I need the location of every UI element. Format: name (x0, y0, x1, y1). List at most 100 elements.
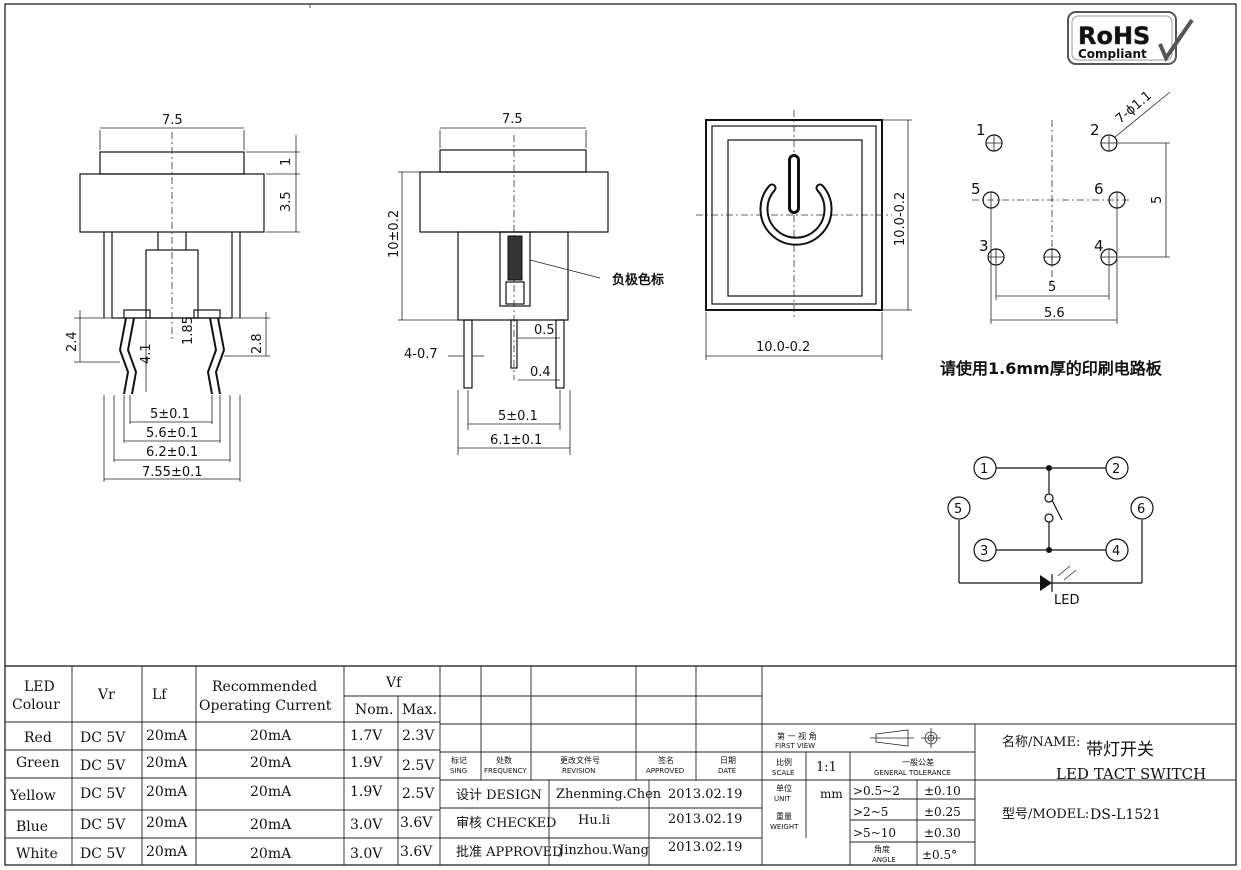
row-yellow-colour: Yellow (9, 788, 56, 804)
pcb-pin-3: 3 (979, 237, 989, 255)
pcb-note: 请使用1.6mm厚的印刷电路板 (940, 359, 1163, 378)
side-view-left: 7.5 1 3.5 2.4 4.1 1.85 2.8 5±0.1 (65, 113, 300, 482)
dim-height-10-0: 10.0-0.2 (893, 192, 908, 246)
dim-width-10-0: 10.0-0.2 (756, 340, 810, 355)
tol-value-3: ±0.30 (924, 826, 961, 840)
angle-cn: 角度 (874, 844, 890, 854)
approved-date: 2013.02.19 (668, 840, 742, 855)
th-max: Max. (402, 702, 437, 718)
row-green-colour: Green (16, 755, 59, 771)
unit-value: mm (820, 787, 843, 801)
row-yellow-vr: DC 5V (80, 786, 126, 802)
row-yellow-nom: 1.9V (350, 784, 383, 800)
row-blue-max: 3.6V (400, 815, 433, 831)
dim-pitch-5: 5±0.1 (150, 407, 190, 422)
design-label: 设计 DESIGN (456, 788, 542, 803)
unit-cn: 单位 (776, 783, 792, 793)
row-white-vr: DC 5V (80, 846, 126, 862)
sign-cn: 标记 (451, 755, 467, 765)
pcb-pin-1: 1 (976, 121, 986, 139)
tol-range-1: >0.5~2 (853, 784, 900, 798)
row-white-colour: White (16, 846, 58, 862)
pcb-dim-5-horz: 5 (1048, 280, 1056, 295)
th-vf: Vf (385, 675, 403, 691)
row-blue-vr: DC 5V (80, 817, 126, 833)
pcb-pin-5: 5 (971, 180, 981, 198)
row-blue-current: 20mA (250, 817, 292, 833)
th-operating-current: Operating Current (199, 698, 332, 714)
neg-mark-label: 负极色标 (612, 272, 664, 288)
approved-name: Jinzhou.Wang (557, 843, 649, 858)
pcb-pin-2: 2 (1090, 121, 1100, 139)
led-spec-table: LED Colour Vr Lf Recommended Operating C… (5, 665, 1236, 865)
pcb-layout: 1 2 3 4 5 6 7-ϕ1.1 5 5 5.6 请使用1.6mm厚的印刷电… (940, 88, 1171, 378)
row-green-nom: 1.9V (350, 755, 383, 771)
schem-led-label: LED (1054, 593, 1079, 608)
date-en: DATE (718, 767, 736, 775)
tol-value-2: ±0.25 (924, 805, 961, 819)
row-green-max: 2.5V (402, 758, 435, 774)
th-colour: Colour (12, 697, 60, 713)
schem-pin-5: 5 (954, 502, 962, 517)
freq-en: FREQUENCY (484, 767, 527, 775)
rohs-badge: RoHS Compliant (1067, 11, 1194, 65)
th-vr: Vr (97, 687, 115, 703)
dim-pitch-5b: 5±0.1 (498, 409, 538, 424)
dim-cap-1: 1 (279, 158, 294, 166)
dim-body-3-5: 3.5 (279, 191, 294, 212)
pcb-dim-5-vert: 5 (1150, 196, 1165, 204)
dim-pitch-6-1: 6.1±0.1 (490, 433, 542, 448)
scale-en: SCALE (772, 769, 794, 777)
checked-date: 2013.02.19 (668, 812, 742, 827)
appr-cn: 签名 (658, 755, 674, 765)
row-white-current: 20mA (250, 846, 292, 862)
first-view-cn: 第 一 视 角 (777, 731, 817, 741)
schem-pin-4: 4 (1112, 544, 1120, 559)
dim-width-7-5: 7.5 (162, 113, 183, 128)
row-yellow-lf: 20mA (146, 784, 188, 800)
dim-4-0-7: 4-0.7 (404, 347, 438, 362)
sheet-border (4, 3, 1237, 866)
appr-en: APPROVED (646, 767, 684, 775)
row-red-lf: 20mA (146, 728, 188, 744)
row-red-max: 2.3V (402, 728, 435, 744)
freq-cn: 处数 (496, 755, 512, 765)
checked-name: Hu.li (578, 813, 610, 828)
gt-cn: 一般公差 (902, 757, 934, 767)
dim-2-8: 2.8 (250, 333, 265, 354)
scale-value: 1:1 (816, 760, 837, 775)
pcb-pin-4: 4 (1094, 237, 1104, 255)
projection-symbol-icon (870, 728, 941, 748)
gt-en: GENERAL TOLERANCE (874, 769, 951, 777)
pcb-pin-6: 6 (1094, 180, 1104, 198)
tol-range-2: >2~5 (853, 805, 888, 819)
row-white-max: 3.6V (400, 844, 433, 860)
name-label: 名称/NAME: (1002, 734, 1080, 750)
pcb-dim-5-6: 5.6 (1044, 306, 1065, 321)
angle-value: ±0.5° (922, 848, 957, 862)
name-cn: 带灯开关 (1086, 740, 1154, 760)
date-cn: 日期 (720, 756, 736, 765)
row-blue-lf: 20mA (146, 815, 188, 831)
dim-height-10: 10±0.2 (387, 210, 402, 258)
dim-width-7-5b: 7.5 (502, 112, 523, 127)
row-green-vr: DC 5V (80, 758, 126, 774)
row-red-colour: Red (24, 730, 52, 746)
row-white-lf: 20mA (146, 844, 188, 860)
design-name: Zhenming.Chen (556, 787, 662, 802)
th-nom: Nom. (355, 702, 393, 718)
first-view-en: FIRST VIEW (775, 742, 815, 750)
schematic: LED 1 2 3 4 5 6 (947, 456, 1154, 608)
dim-2-4: 2.4 (65, 331, 80, 352)
row-red-nom: 1.7V (350, 728, 383, 744)
check-icon (1158, 18, 1194, 63)
model-label: 型号/MODEL: (1002, 807, 1089, 822)
front-view: 负极色标 7.5 10±0.2 4-0.7 0.5 0.4 5±0.1 6.1±… (387, 112, 664, 455)
th-led: LED (24, 679, 55, 695)
row-yellow-max: 2.5V (402, 786, 435, 802)
unit-en: UNIT (774, 795, 791, 803)
th-lf: Lf (152, 687, 168, 703)
compliant-text: Compliant (1078, 47, 1147, 61)
design-date: 2013.02.19 (668, 787, 742, 802)
dim-4-1: 4.1 (139, 343, 154, 364)
